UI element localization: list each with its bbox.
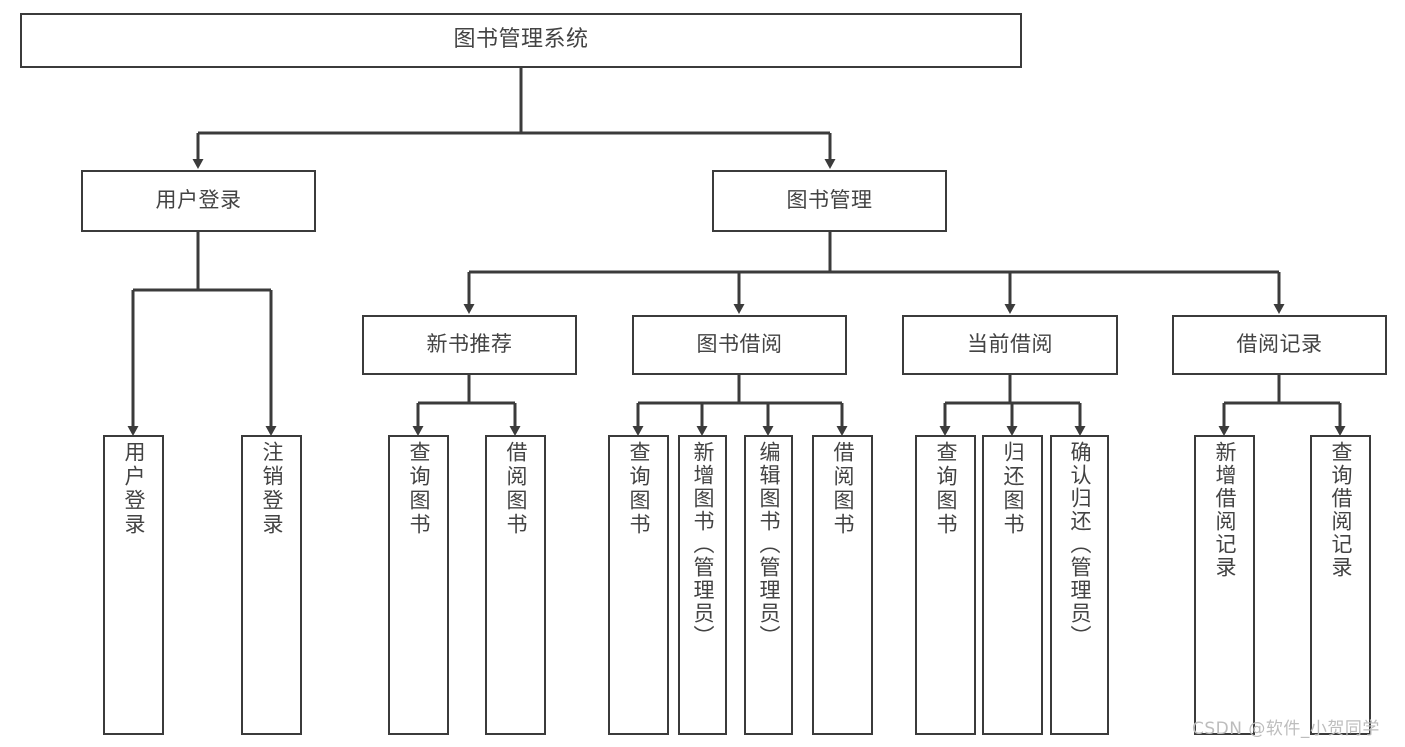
node-label: 确认归还（管理员） [1068, 441, 1092, 648]
leaf-user-login-login[interactable]: 用户登录 [103, 435, 164, 735]
node-label: 图书管理 [786, 188, 873, 213]
leaf-user-login-logout[interactable]: 注销登录 [241, 435, 302, 735]
leaf-book-borrow-query[interactable]: 查询图书 [608, 435, 669, 735]
node-label: 图书管理系统 [453, 27, 589, 53]
leaf-book-borrow-borrow[interactable]: 借阅图书 [812, 435, 873, 735]
node-label: 注销登录 [260, 441, 284, 537]
node-label: 查询图书 [934, 441, 958, 537]
node-label: 新增借阅记录 [1213, 441, 1237, 579]
node-label: 用户登录 [155, 188, 242, 213]
node-label: 借阅图书 [831, 441, 855, 537]
leaf-book-borrow-add[interactable]: 新增图书（管理员） [678, 435, 727, 735]
node-current-borrow[interactable]: 当前借阅 [902, 315, 1118, 375]
leaf-current-borrow-return[interactable]: 归还图书 [982, 435, 1043, 735]
node-root-system[interactable]: 图书管理系统 [20, 13, 1022, 68]
node-label: 归还图书 [1001, 441, 1025, 537]
leaf-current-borrow-query[interactable]: 查询图书 [915, 435, 976, 735]
node-label: 借阅记录 [1236, 332, 1323, 357]
node-borrow-record[interactable]: 借阅记录 [1172, 315, 1387, 375]
node-label: 查询图书 [407, 441, 431, 537]
node-label: 编辑图书（管理员） [757, 441, 781, 648]
node-label: 新增图书（管理员） [691, 441, 715, 648]
leaf-book-borrow-edit[interactable]: 编辑图书（管理员） [744, 435, 793, 735]
leaf-borrow-record-query[interactable]: 查询借阅记录 [1310, 435, 1371, 735]
node-book-management[interactable]: 图书管理 [712, 170, 947, 232]
leaf-new-book-borrow[interactable]: 借阅图书 [485, 435, 546, 735]
node-label: 新书推荐 [426, 332, 513, 357]
node-label: 查询借阅记录 [1329, 441, 1353, 579]
leaf-new-book-query[interactable]: 查询图书 [388, 435, 449, 735]
node-user-login[interactable]: 用户登录 [81, 170, 316, 232]
node-new-book-recommend[interactable]: 新书推荐 [362, 315, 577, 375]
leaf-current-borrow-confirm-return[interactable]: 确认归还（管理员） [1050, 435, 1109, 735]
node-label: 用户登录 [122, 441, 146, 537]
node-label: 借阅图书 [504, 441, 528, 537]
node-label: 图书借阅 [696, 332, 783, 357]
leaf-borrow-record-add[interactable]: 新增借阅记录 [1194, 435, 1255, 735]
node-label: 查询图书 [627, 441, 651, 537]
node-label: 当前借阅 [967, 332, 1053, 357]
node-book-borrow[interactable]: 图书借阅 [632, 315, 847, 375]
